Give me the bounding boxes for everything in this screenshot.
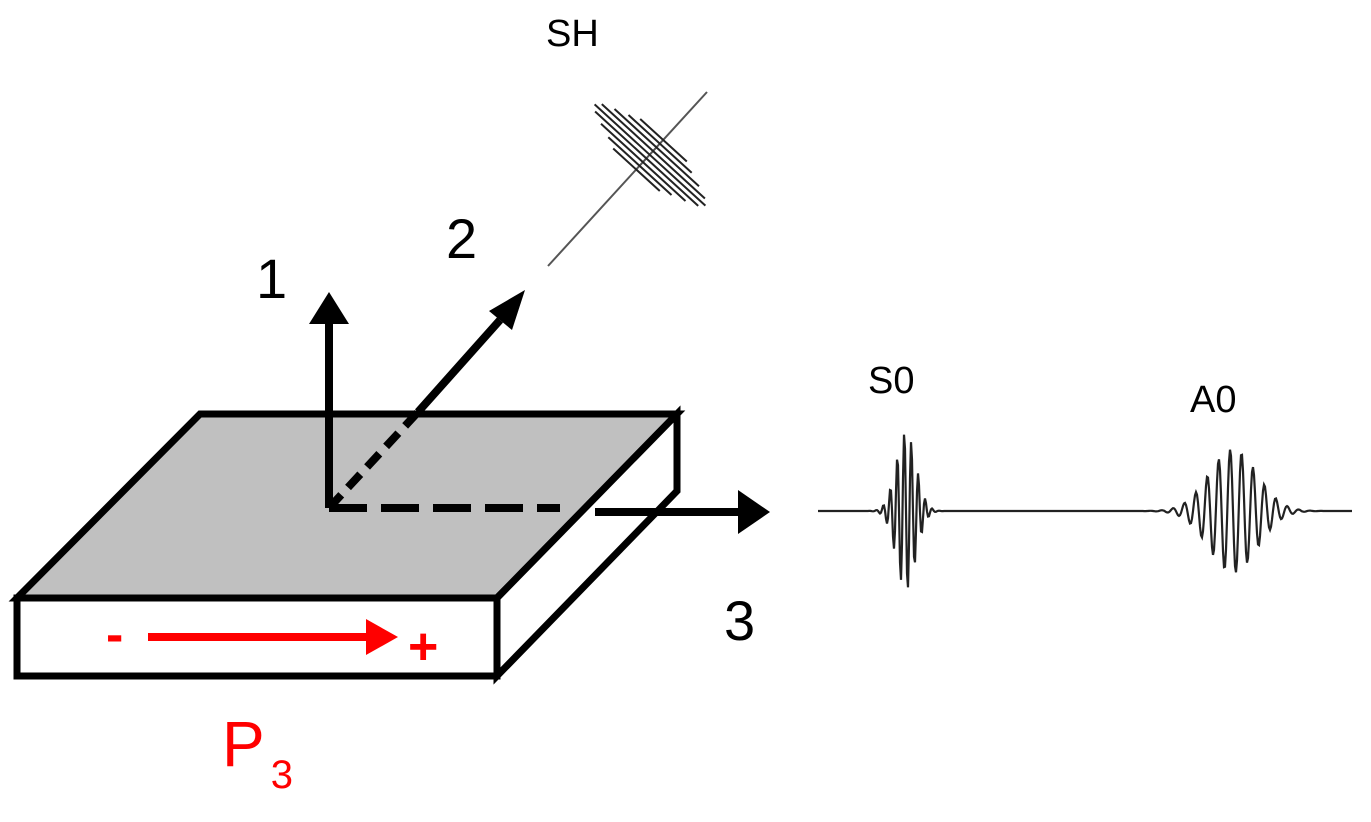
sh-wave-line bbox=[607, 136, 673, 196]
sh-wave-packet bbox=[593, 103, 707, 207]
polarization-subscript: 3 bbox=[271, 753, 293, 797]
sh-wave-line bbox=[639, 118, 688, 163]
a0-label: A0 bbox=[1190, 379, 1236, 421]
sh-wave-line bbox=[601, 103, 706, 200]
s0-label: S0 bbox=[868, 360, 914, 402]
axis-2-label: 2 bbox=[446, 207, 477, 270]
sh-wave-line bbox=[593, 103, 707, 207]
sh-wave bbox=[547, 91, 708, 267]
axis-3-label: 3 bbox=[724, 589, 755, 652]
polarization-letter: P bbox=[222, 708, 265, 780]
signal-trace bbox=[818, 434, 1352, 588]
sh-wave-line bbox=[613, 108, 700, 187]
lamb-wave-signal bbox=[818, 434, 1352, 588]
plus-sign: + bbox=[408, 618, 438, 676]
sh-label: SH bbox=[546, 13, 599, 55]
minus-sign: - bbox=[106, 606, 123, 664]
axis-1-label: 1 bbox=[256, 247, 287, 310]
sh-wave-line bbox=[594, 110, 699, 207]
sh-wave-line bbox=[612, 147, 661, 192]
sh-wave-line bbox=[600, 123, 687, 202]
polarization-arrow bbox=[148, 619, 398, 655]
plate-side-face bbox=[493, 405, 681, 685]
sh-wave-line bbox=[627, 114, 693, 174]
axis-2-arrow bbox=[326, 290, 525, 511]
axis-1-arrow bbox=[309, 292, 349, 508]
axis-3-arrow bbox=[329, 490, 770, 534]
